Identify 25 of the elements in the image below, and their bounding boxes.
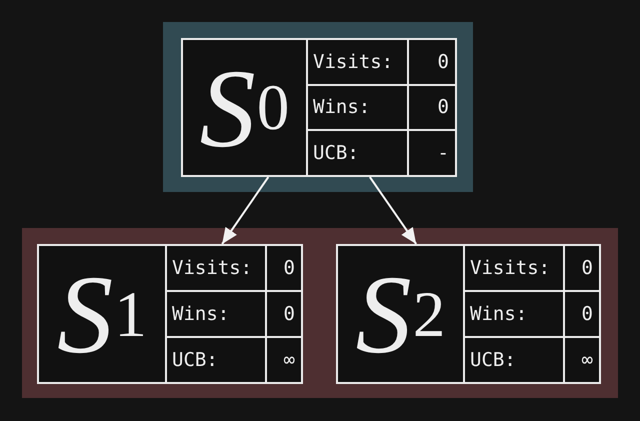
arrow xyxy=(221,176,270,245)
state-table xyxy=(336,244,601,384)
stat-label: UCB: xyxy=(465,338,563,382)
stat-label: UCB: xyxy=(308,131,407,175)
group-band xyxy=(163,22,473,192)
stat-label: UCB: xyxy=(167,338,265,382)
stat-value: 0 xyxy=(409,86,455,130)
stat-value: 0 xyxy=(267,246,301,290)
stat-value: 0 xyxy=(565,292,599,336)
stat-value: 0 xyxy=(565,246,599,290)
group-band xyxy=(22,228,618,398)
stat-value: - xyxy=(409,131,455,175)
stat-label: Wins: xyxy=(308,86,407,130)
stat-value: ∞ xyxy=(565,338,599,382)
stat-value: 0 xyxy=(267,292,301,336)
stat-label: Wins: xyxy=(167,292,265,336)
stat-label: Wins: xyxy=(465,292,563,336)
state-table xyxy=(37,244,303,384)
state-table xyxy=(181,38,457,177)
stat-label: Visits: xyxy=(465,246,563,290)
stat-label: Visits: xyxy=(308,40,407,84)
arrow xyxy=(369,176,417,245)
stat-label: Visits: xyxy=(167,246,265,290)
stat-value: 0 xyxy=(409,40,455,84)
stat-value: ∞ xyxy=(267,338,301,382)
